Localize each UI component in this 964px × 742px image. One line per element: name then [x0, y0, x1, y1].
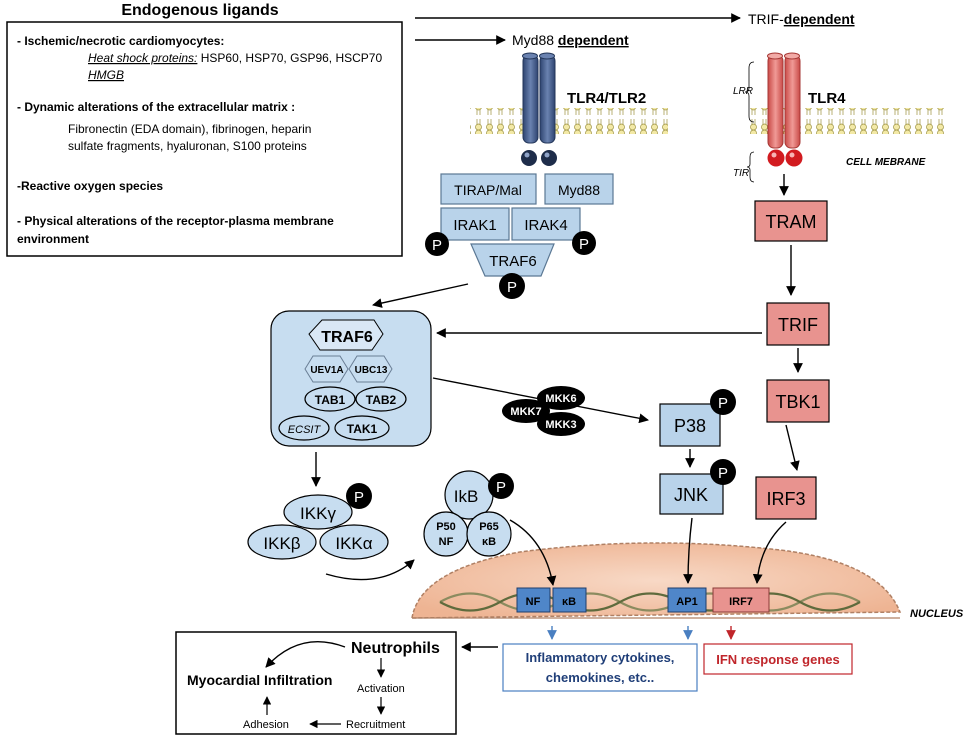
phys-line1: - Physical alterations of the receptor-p…	[17, 214, 334, 228]
tab1: TAB1	[315, 393, 346, 407]
myd88-complex: TIRAP/Mal Myd88 IRAK1 IRAK4 TRAF6 P P P	[425, 173, 614, 299]
kb-box: κB	[562, 596, 576, 608]
inflam-line2: chemokines, etc..	[546, 670, 654, 685]
tlr4-label: TLR4	[808, 90, 846, 107]
ischemic-heading: - Ischemic/necrotic cardiomyocytes:	[17, 34, 224, 48]
phospho-ikb: P	[496, 479, 506, 496]
phospho-irak4: P	[579, 236, 589, 253]
ikk-beta: IKKβ	[263, 534, 300, 553]
irak4-box: IRAK4	[524, 217, 567, 234]
tir-label: TIR	[733, 168, 749, 179]
neutrophil-panel: Neutrophils Myocardial Infiltration Acti…	[175, 631, 457, 735]
tbk1-box: TBK1	[775, 392, 820, 412]
jnk-box: JNK	[674, 485, 708, 505]
ecm-line1: Fibronectin (EDA domain), fibrinogen, he…	[68, 122, 311, 136]
mkk3: MKK3	[545, 419, 576, 431]
trif-box: TRIF	[778, 315, 818, 335]
activation-label: Activation	[357, 683, 405, 695]
phospho-irak1: P	[432, 237, 442, 254]
myd88-dependent-label: Myd88 dependent	[512, 32, 629, 48]
irf3-box: IRF3	[766, 489, 805, 509]
irak1-box: IRAK1	[453, 217, 496, 234]
ikb-label: IkB	[454, 487, 479, 506]
ikk-complex: IKKγ IKKβ IKKα P	[247, 483, 389, 560]
p65-label: P65	[479, 521, 499, 533]
phospho-p38: P	[718, 395, 728, 412]
tlr4-receptor: TLR4 LRR TIR CELL MEBRANE	[733, 52, 926, 183]
mkk6: MKK6	[545, 393, 576, 405]
phospho-jnk: P	[718, 465, 728, 482]
traf6-big-label: TRAF6	[321, 329, 373, 346]
p50-nf-label: NF	[439, 536, 454, 548]
neutrophils-label: Neutrophils	[351, 640, 440, 657]
myd88-box: Myd88	[558, 182, 600, 198]
ikb-nfkb-complex: IkB P P50 NF P65 κB	[423, 470, 514, 557]
trif-dependent-label: TRIF-dependent	[748, 11, 855, 27]
hsp-label: Heat shock proteins:	[88, 51, 197, 65]
inflam-line1: Inflammatory cytokines,	[526, 650, 675, 665]
ecsit: ECSIT	[288, 424, 322, 436]
tak1: TAK1	[347, 422, 378, 436]
hsp-line: Heat shock proteins: HSP60, HSP70, GSP96…	[88, 51, 382, 65]
phospho-traf6: P	[507, 279, 517, 296]
ecm-heading: - Dynamic alterations of the extracellul…	[17, 100, 295, 114]
p65-kb-label: κB	[482, 536, 496, 548]
traf6-complex: TRAF6 UEV1A UBC13 TAB1 TAB2 ECSIT TAK1	[270, 310, 432, 447]
tram-box: TRAM	[766, 212, 817, 232]
hsp-list: HSP60, HSP70, GSP96, HSCP70	[197, 51, 382, 65]
adhesion-label: Adhesion	[243, 719, 289, 731]
ap1-box: AP1	[676, 596, 697, 608]
membrane-left	[470, 108, 668, 134]
lrr-label: LRR	[733, 86, 753, 97]
ikk-alpha: IKKα	[335, 534, 372, 553]
myocardial-infiltration-label: Myocardial Infiltration	[187, 672, 332, 688]
nucleus-label: NUCLEUS	[910, 608, 964, 620]
irf7-box: IRF7	[729, 596, 753, 608]
phospho-ikk: P	[354, 489, 364, 506]
ligands-title: Endogenous ligands	[121, 2, 278, 19]
tlr4-tlr2-receptor: TLR4/TLR2	[521, 52, 646, 166]
tab2: TAB2	[366, 393, 397, 407]
ros: -Reactive oxygen species	[17, 179, 163, 193]
ikk-gamma: IKKγ	[300, 504, 336, 523]
nf-box: NF	[526, 596, 541, 608]
p38-box: P38	[674, 416, 706, 436]
traf6-small: TRAF6	[489, 253, 537, 270]
tlr4-tlr2-label: TLR4/TLR2	[567, 90, 646, 107]
hmgb: HMGB	[88, 68, 124, 82]
nucleus: NUCLEUS NF κB AP1 IRF7	[411, 542, 964, 620]
mkk7: MKK7	[510, 406, 541, 418]
recruitment-label: Recruitment	[346, 719, 405, 731]
ecm-line2: sulfate fragments, hyaluronan, S100 prot…	[68, 139, 307, 153]
ifn-box: IFN response genes	[716, 652, 840, 667]
phys-line2: environment	[17, 232, 89, 246]
ubc13: UBC13	[355, 365, 388, 376]
mkk-cluster: MKK6 MKK7 MKK3	[502, 386, 585, 436]
cell-membrane-label: CELL MEBRANE	[846, 157, 926, 168]
uev1a: UEV1A	[310, 365, 343, 376]
tirap-box: TIRAP/Mal	[454, 182, 522, 198]
ligands-panel: Endogenous ligands - Ischemic/necrotic c…	[6, 2, 403, 257]
p50-label: P50	[436, 521, 456, 533]
